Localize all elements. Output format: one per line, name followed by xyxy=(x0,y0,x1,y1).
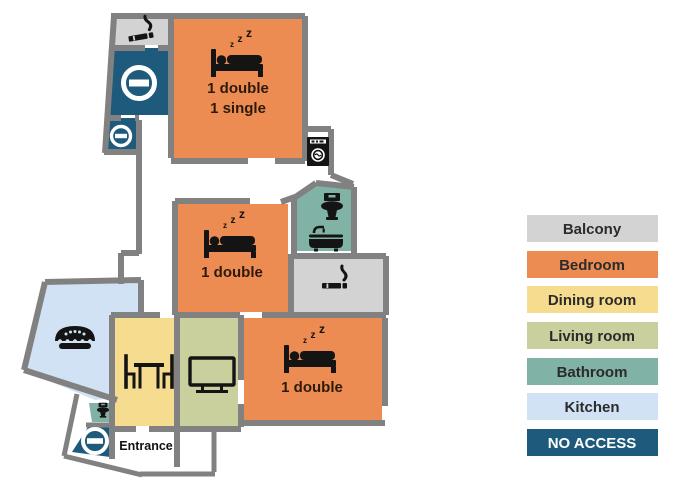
bed-icon-middle: z z z xyxy=(204,207,256,258)
bed-icon-top: z z z xyxy=(211,26,263,77)
svg-text:z: z xyxy=(230,40,234,49)
room-balcony-top xyxy=(109,19,168,45)
svg-text:z: z xyxy=(319,322,325,336)
legend-label-dining: Dining room xyxy=(548,292,636,309)
smoking-icon xyxy=(322,264,348,289)
legend-label-bedroom: Bedroom xyxy=(559,257,625,274)
svg-text:z: z xyxy=(246,26,252,40)
legend-swatch-living xyxy=(527,322,658,349)
legend: Balcony Bedroom Dining room Living room … xyxy=(527,215,658,456)
room-bedroom-bottom xyxy=(244,318,382,421)
legend-label-balcony: Balcony xyxy=(563,221,622,238)
legend-swatch-bedroom xyxy=(527,251,658,278)
legend-swatch-balcony xyxy=(527,215,658,242)
svg-text:z: z xyxy=(238,34,243,45)
svg-text:z: z xyxy=(223,221,227,230)
toilet-icon xyxy=(321,193,343,220)
walls-layer xyxy=(21,13,389,478)
legend-label-no-access: NO ACCESS xyxy=(548,435,637,452)
room-bedroom-top xyxy=(174,19,302,158)
bedroom-middle-label: 1 double xyxy=(201,264,263,281)
legend-label-living: Living room xyxy=(549,328,635,345)
legend-swatch-bathroom xyxy=(527,358,658,385)
bathtub-icon xyxy=(309,225,343,252)
wall-apartment2 xyxy=(172,180,389,315)
bedroom-top-label-2: 1 single xyxy=(210,100,266,117)
legend-label-bathroom: Bathroom xyxy=(557,364,628,381)
wall-kitchen xyxy=(21,277,144,403)
legend-swatch-no-access xyxy=(527,429,658,456)
svg-text:z: z xyxy=(303,336,307,345)
legend-swatch-kitchen xyxy=(527,393,658,420)
entrance-label: Entrance xyxy=(119,439,173,453)
dining-table-icon xyxy=(124,354,174,389)
toilet-icon-small xyxy=(96,402,110,418)
smoking-icon xyxy=(128,14,154,42)
pie-icon xyxy=(55,326,95,349)
bed-icon-bottom: z z z xyxy=(284,322,336,373)
washing-machine-icon xyxy=(307,137,329,166)
bedroom-bottom-label: 1 double xyxy=(281,379,343,396)
svg-text:z: z xyxy=(239,207,245,221)
room-dining xyxy=(115,318,174,426)
room-living xyxy=(180,318,238,426)
no-entry-icon-large xyxy=(121,65,157,101)
wall-apartment1 xyxy=(102,13,308,164)
tv-icon xyxy=(188,356,236,393)
legend-swatch-dining xyxy=(527,286,658,313)
no-entry-icon-entrance xyxy=(81,427,109,455)
wall-entrance xyxy=(61,393,217,478)
legend-label-kitchen: Kitchen xyxy=(564,399,619,416)
wall-laundry-nook xyxy=(305,126,355,187)
svg-text:z: z xyxy=(311,330,316,341)
bedroom-top-label-1: 1 double xyxy=(207,80,269,97)
wall-apartment3 xyxy=(109,315,388,467)
svg-text:z: z xyxy=(231,215,236,226)
no-entry-icon-small xyxy=(109,124,133,148)
